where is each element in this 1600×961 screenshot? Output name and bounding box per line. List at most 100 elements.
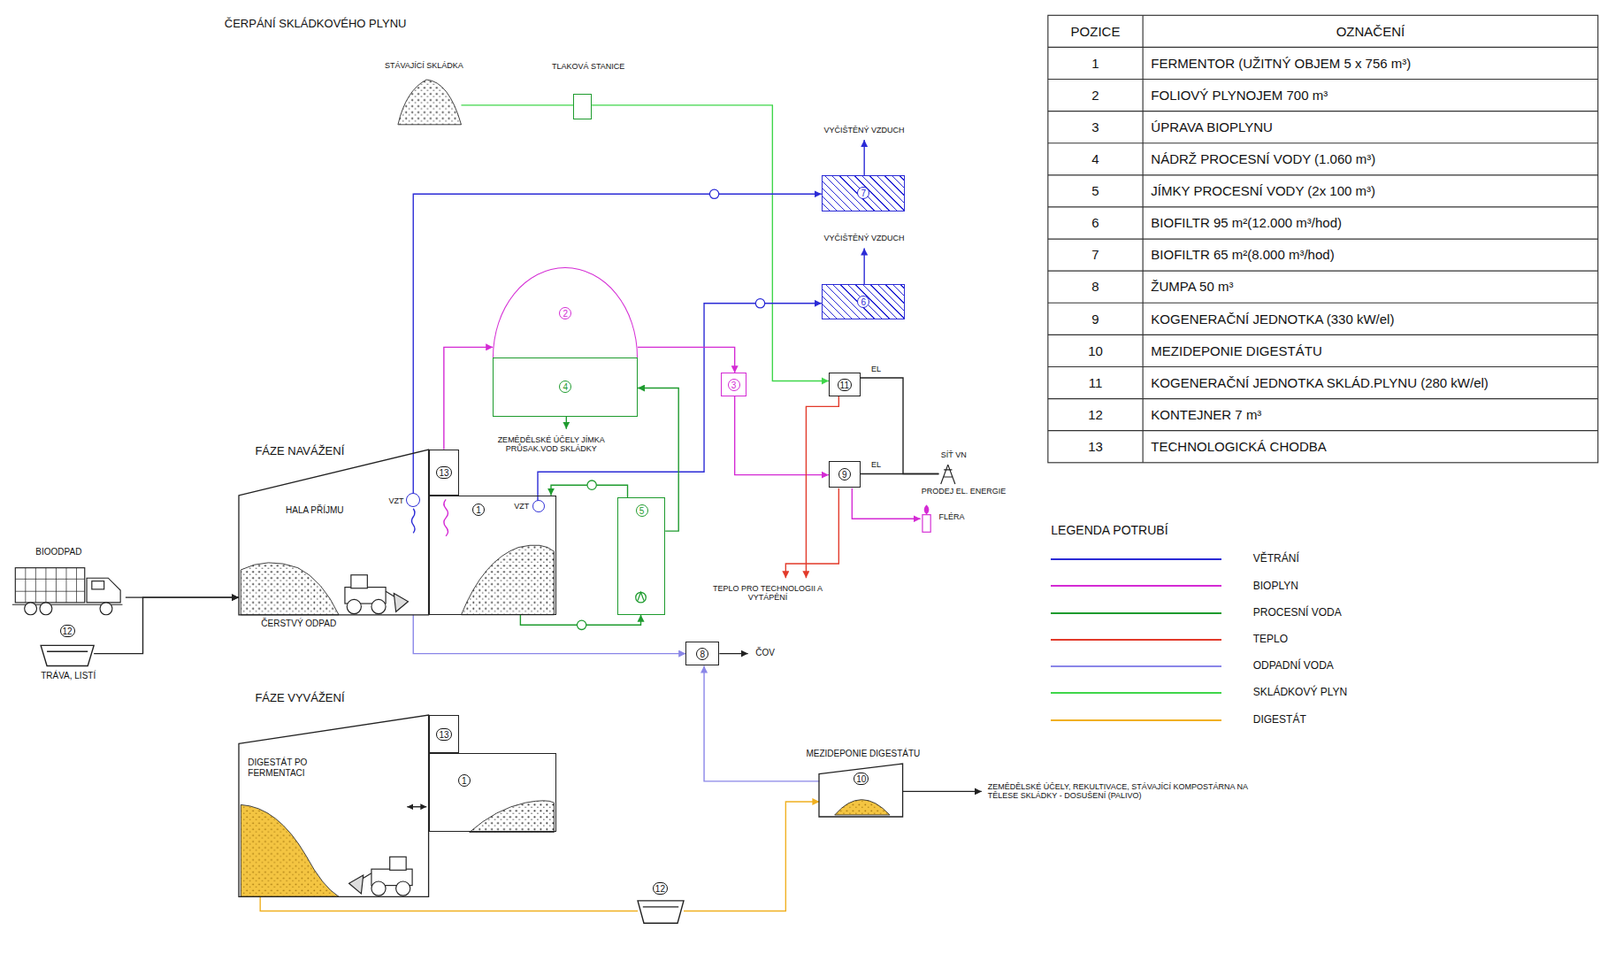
svg-line xyxy=(46,650,88,652)
landfill: STÁVAJÍCÍ SKLÁDKA xyxy=(398,76,462,125)
svg-path xyxy=(240,803,339,896)
outline-shape xyxy=(238,449,557,615)
table-rule xyxy=(1048,237,1599,239)
svg-path xyxy=(941,464,956,484)
label-text: VYČIŠTĚNÝ VZDUCH xyxy=(824,125,905,135)
legend-line-swatch xyxy=(1050,719,1222,721)
pipe-connector xyxy=(785,488,839,579)
pipe-connector xyxy=(683,801,820,911)
table-cell: 10 xyxy=(1087,343,1103,359)
table-rule xyxy=(1048,302,1599,304)
label-text: ČOV xyxy=(755,647,775,659)
container: 12 xyxy=(637,897,684,923)
table-cell: 13 xyxy=(1087,438,1103,454)
svg-circle xyxy=(755,298,765,308)
ventilation-fan: VZT xyxy=(405,492,421,507)
callout-number: 1 xyxy=(458,773,471,787)
pipe-connector xyxy=(734,396,829,475)
table-cell: 1 xyxy=(1091,55,1099,71)
legend-text: TEPLO xyxy=(1253,633,1288,646)
table-rule xyxy=(1048,142,1599,144)
table-cell: 8 xyxy=(1091,278,1099,294)
legend-text: ODPADNÍ VODA xyxy=(1253,659,1334,673)
legend-line-swatch xyxy=(1050,665,1222,667)
callout-number: 11 xyxy=(837,378,852,391)
legend-line-swatch xyxy=(1050,584,1222,587)
table-cell: 9 xyxy=(1091,311,1099,327)
container xyxy=(40,644,684,923)
table-cell: BIOFILTR 65 m²(8.000 m³/hod) xyxy=(1150,246,1334,262)
svg-path xyxy=(40,644,94,666)
cesspool: 8 xyxy=(685,641,720,667)
technology-corridor: 13 xyxy=(428,449,460,496)
svg-line xyxy=(406,805,427,807)
pressure-station: TLAKOVÁ STANICE xyxy=(573,93,592,120)
table-grid xyxy=(1048,15,1599,462)
table-rule xyxy=(1048,46,1599,48)
table-cell: 6 xyxy=(1091,214,1099,230)
table-cell: FOLIOVÝ PLYNOJEM 700 m³ xyxy=(1150,87,1328,103)
process-water-tank: 4 xyxy=(492,357,638,417)
table-cell: ŽUMPA 50 m³ xyxy=(1150,278,1233,294)
table-cell: JÍMKY PROCESNÍ VODY (2x 100 m³) xyxy=(1150,183,1376,199)
landfill-pile xyxy=(398,79,462,125)
legend-line-swatch xyxy=(1050,638,1222,641)
edge-label: EL xyxy=(869,459,883,469)
table-cell: 12 xyxy=(1087,406,1103,422)
svg-path xyxy=(240,562,339,615)
svg-path xyxy=(15,567,85,603)
table-cell: TECHNOLOGICKÁ CHODBA xyxy=(1150,438,1326,454)
callout-number: 13 xyxy=(436,727,452,741)
callout-number: 13 xyxy=(436,466,452,479)
biofilter: VYČIŠTĚNÝ VZDUCH6 xyxy=(821,283,906,320)
svg-rect xyxy=(15,567,85,603)
table-cell: POZICE xyxy=(1071,23,1121,39)
svg-circle xyxy=(587,480,597,490)
garbage-truck xyxy=(12,567,123,615)
chp-unit: 9 xyxy=(828,460,861,488)
table-cell: 2 xyxy=(1091,87,1099,103)
svg-path xyxy=(637,900,684,923)
label-text: TRÁVA, LISTÍ xyxy=(40,670,96,682)
table-rule xyxy=(1048,174,1599,176)
svg-rect xyxy=(351,574,368,589)
svg-line xyxy=(643,905,679,907)
truck: BIOODPAD xyxy=(15,563,126,615)
pipe-connector xyxy=(444,346,493,449)
fermenter: 1 xyxy=(428,752,557,832)
filter-outlet-arrows xyxy=(863,139,865,292)
label-text: TEPLO PRO TECHNOLOGII A VYTÁPĚNÍ xyxy=(704,583,832,603)
biogas-treatment-box: 3 xyxy=(720,372,748,397)
fermenter: 1VZT xyxy=(428,495,557,615)
pipe-connector xyxy=(719,652,748,654)
heat-output-note: TEPLO PRO TECHNOLOGII A VYTÁPĚNÍ xyxy=(704,577,832,609)
svg-rect xyxy=(1048,15,1599,462)
outline-path xyxy=(238,449,429,615)
wheel-loader xyxy=(349,856,414,896)
reception-hall: FÁZE NAVÁŽENÍHALA PŘÍJMUČERSTVÝ ODPAD131… xyxy=(238,449,557,615)
legend-text: SKLÁDKOVÝ PLYN xyxy=(1253,686,1348,699)
table-cell: KONTEJNER 7 m³ xyxy=(1150,406,1262,422)
edge-label: EL xyxy=(869,364,883,374)
grid-mast: SÍŤ VNPRODEJ EL. ENERGIE xyxy=(938,463,957,484)
label-text: FÁZE VYVÁŽENÍ xyxy=(254,691,345,705)
pipe-connector xyxy=(851,488,920,520)
pipe-connector xyxy=(93,597,239,653)
pipe-connector xyxy=(637,346,735,373)
label-text: VZT xyxy=(513,501,529,511)
wwtp-note: ČOV xyxy=(748,644,783,661)
legend-line-swatch xyxy=(1050,691,1222,694)
flare: FLÉRA xyxy=(920,505,934,532)
label-text: VYČIŠTĚNÝ VZDUCH xyxy=(824,233,905,243)
table-cell: 4 xyxy=(1091,151,1099,167)
svg-rect xyxy=(922,514,931,533)
svg-circle xyxy=(576,620,586,629)
outlet-note: ZEMĚDĚLSKÉ ÚČELY JÍMKA PRŮSAK.VOD SKLÁDK… xyxy=(479,428,623,460)
callout-number: 10 xyxy=(853,772,869,785)
label-text: FÁZE NAVÁŽENÍ xyxy=(254,444,345,459)
technology-corridor: 13 xyxy=(428,714,460,754)
table-cell: 3 xyxy=(1091,119,1099,135)
power-mast xyxy=(941,464,956,484)
svg-rect xyxy=(91,581,105,590)
callout-number: 9 xyxy=(838,467,851,481)
